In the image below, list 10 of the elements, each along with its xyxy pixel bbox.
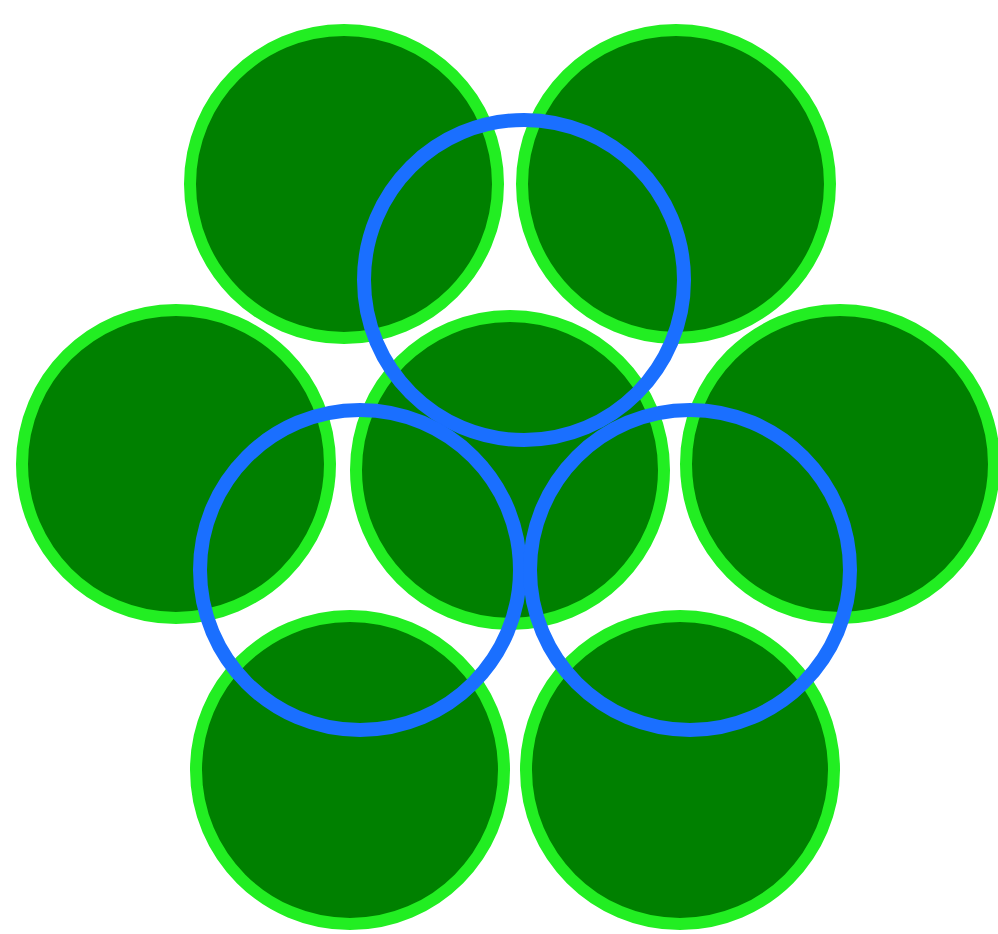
ring	[523, 403, 857, 737]
circle	[350, 310, 670, 630]
circle	[190, 610, 510, 930]
circle	[516, 24, 836, 344]
circle	[184, 24, 504, 344]
circle	[16, 304, 336, 624]
ring	[193, 403, 527, 737]
ring	[357, 113, 691, 447]
circle	[520, 610, 840, 930]
circle	[680, 304, 998, 624]
